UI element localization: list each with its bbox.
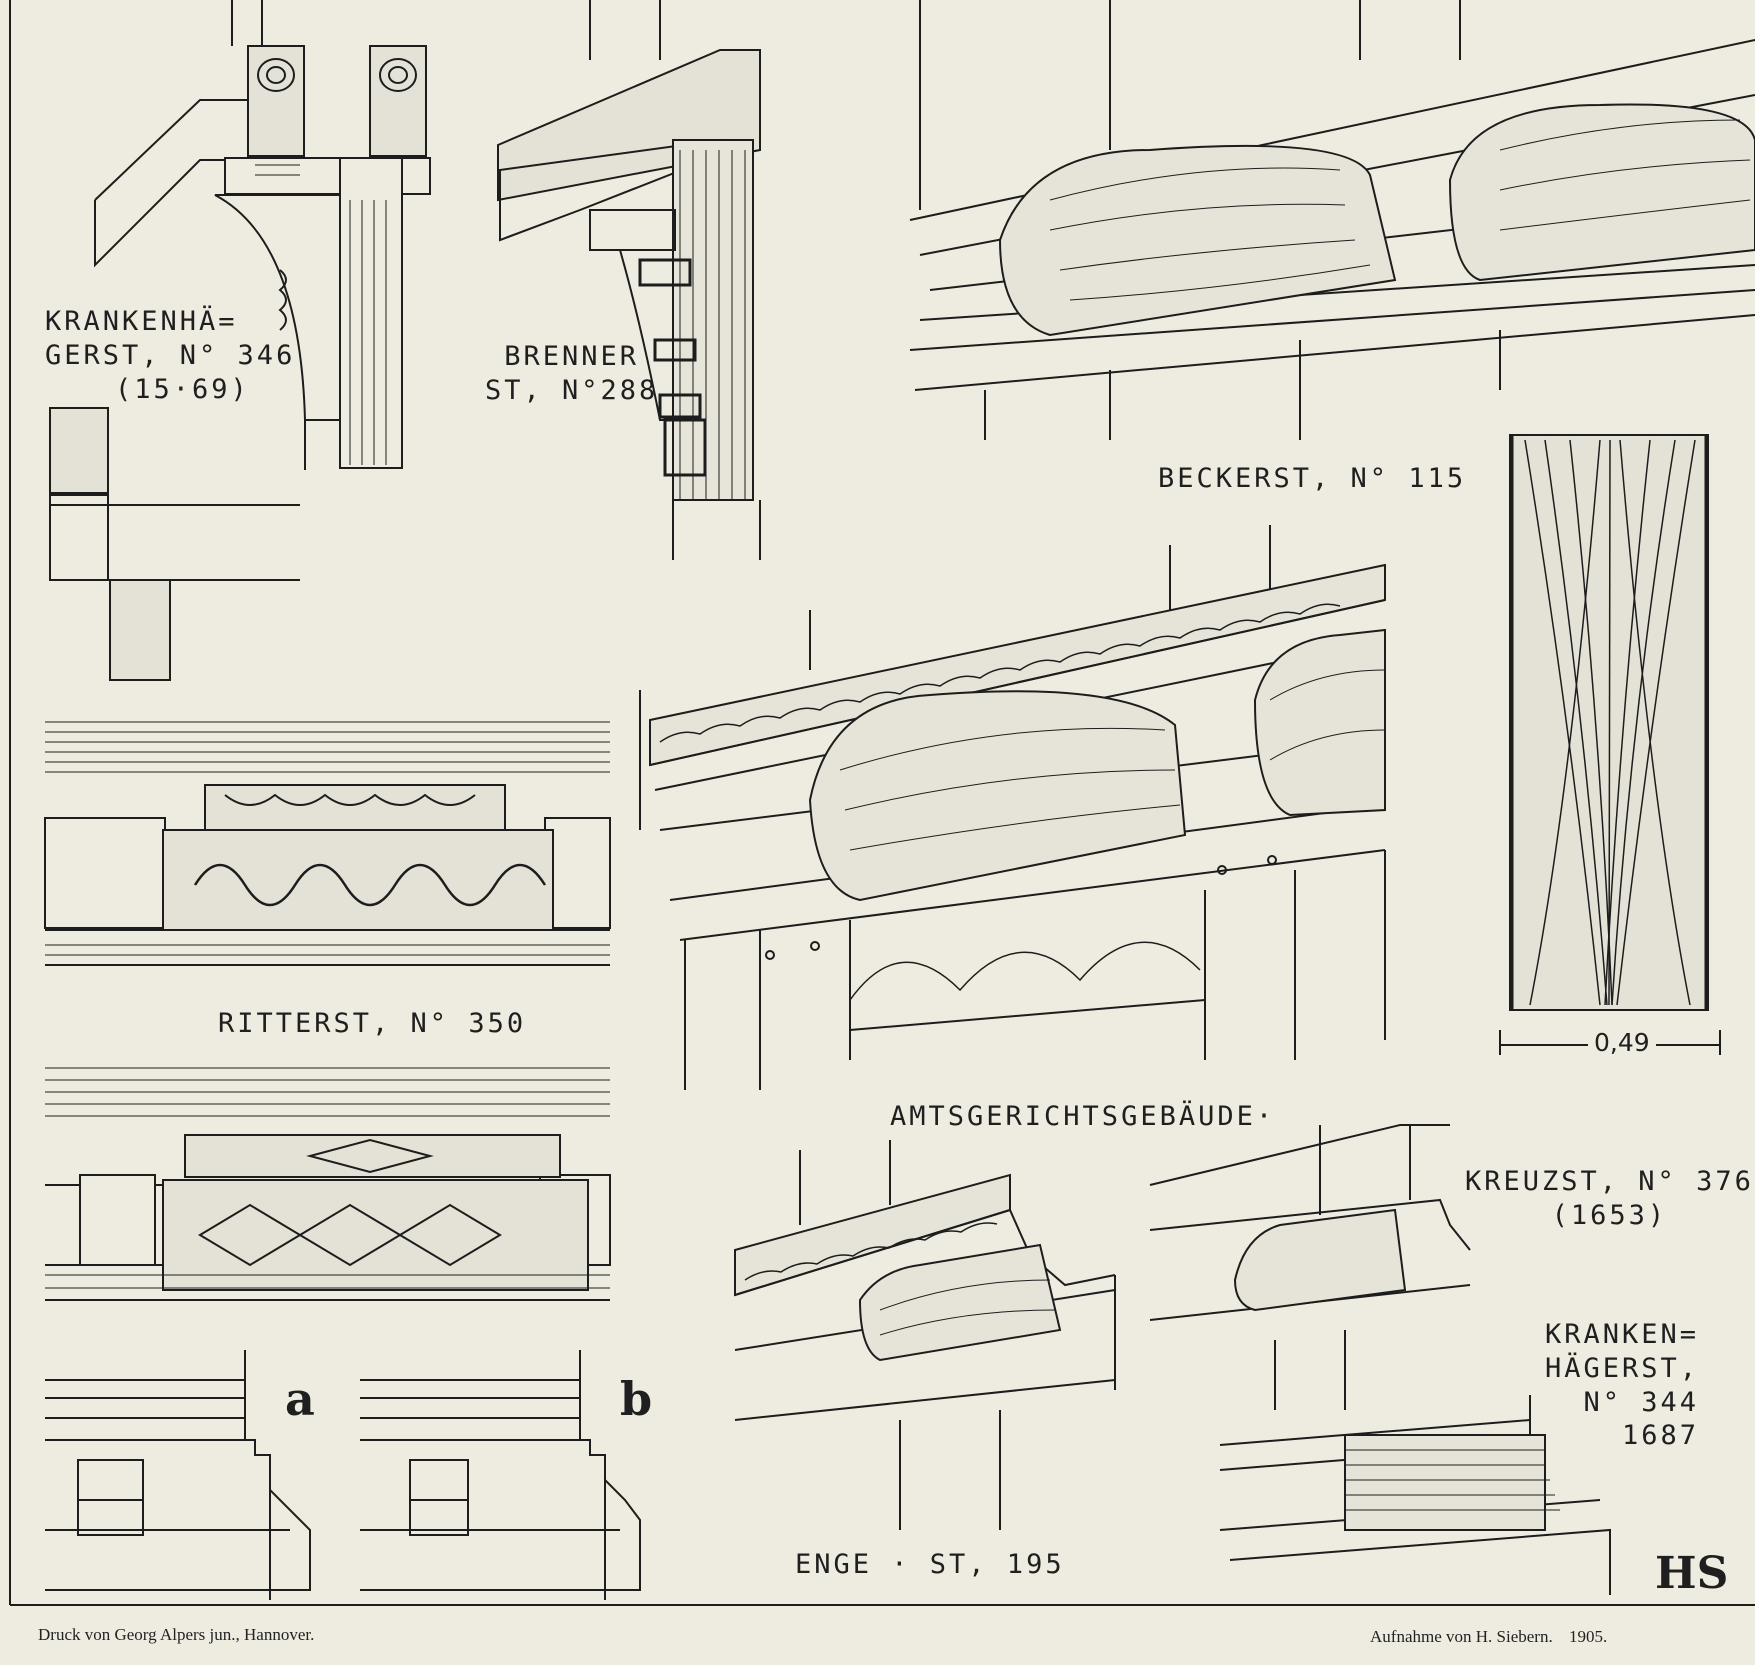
dimension-label: 0,49 — [1588, 1028, 1656, 1057]
label-ritterst-350: RITTERST, N° 350 — [218, 1007, 526, 1041]
label-line: BRENNER — [504, 341, 640, 372]
label-line: AMTSGERICHTSGEBÄUDE· — [890, 1101, 1276, 1132]
drawing-ritterst-350-upper — [44, 721, 611, 966]
label-profile-a: a — [285, 1372, 315, 1426]
label-beckerst-115: BECKERST, N° 115 — [1158, 462, 1466, 496]
footer-year: 1905. — [1568, 1627, 1608, 1646]
drawing-profile-a — [45, 1350, 311, 1600]
label-brennerst-288: BRENNER ST, N°288 — [485, 340, 658, 408]
label-line: RITTERST, N° 350 — [218, 1008, 527, 1039]
label-line: HÄGERST, — [1545, 1352, 1700, 1384]
label-line: KREUZST, N° 376 — [1465, 1166, 1754, 1197]
label-line: BECKERST, N° 115 — [1158, 463, 1467, 494]
monogram: HS — [1655, 1548, 1729, 1599]
drawing-krankenhaegerst-344 — [1219, 1395, 1611, 1595]
label-kreuzst-376: KREUZST, N° 376 (1653) — [1465, 1165, 1754, 1233]
label-line: GERST, N° 346 — [45, 339, 296, 371]
footer-photo: Aufnahme von H. Siebern. 1905. — [1370, 1627, 1607, 1647]
drawing-kreuzst-376 — [1149, 1124, 1471, 1410]
label-profile-b: b — [620, 1372, 653, 1426]
label-line: ENGE · ST, 195 — [795, 1549, 1065, 1580]
drawing-beckerst-115 — [909, 0, 1755, 440]
label-line: (1653) — [1551, 1199, 1668, 1231]
label-amtsgerichtsgebaeude: AMTSGERICHTSGEBÄUDE· — [890, 1100, 1275, 1134]
label-line: 1687 — [1622, 1420, 1700, 1452]
footer-photo-credit: Aufnahme von H. Siebern. — [1370, 1627, 1553, 1646]
drawing-engest-195 — [734, 1140, 1116, 1530]
label-line: KRANKENHÄ= — [45, 306, 238, 337]
label-engest-195: ENGE · ST, 195 — [795, 1548, 1065, 1582]
label-line: N° 344 — [1583, 1386, 1700, 1418]
label-line: (15·69) — [115, 373, 250, 405]
drawing-vertical-ornament-panel — [1499, 434, 1721, 1055]
drawing-krankenhaegerst-346 — [49, 0, 431, 681]
label-line: KRANKEN= — [1545, 1319, 1700, 1350]
label-krankenhaegerst-346: KRANKENHÄ= GERST, N° 346 (15·69) — [45, 305, 295, 406]
footer-printer: Druck von Georg Alpers jun., Hannover. — [38, 1625, 315, 1644]
drawing-amtsgerichtsgebaeude — [639, 525, 1386, 1090]
label-line: ST, N°288 — [485, 374, 659, 406]
drawing-ritterst-350-lower — [45, 1067, 611, 1301]
drawing-profile-b — [360, 1350, 641, 1600]
drawing-brennerst-288 — [497, 0, 761, 560]
label-krankenhaegerst-344: KRANKEN= HÄGERST, N° 344 1687 — [1545, 1318, 1699, 1453]
